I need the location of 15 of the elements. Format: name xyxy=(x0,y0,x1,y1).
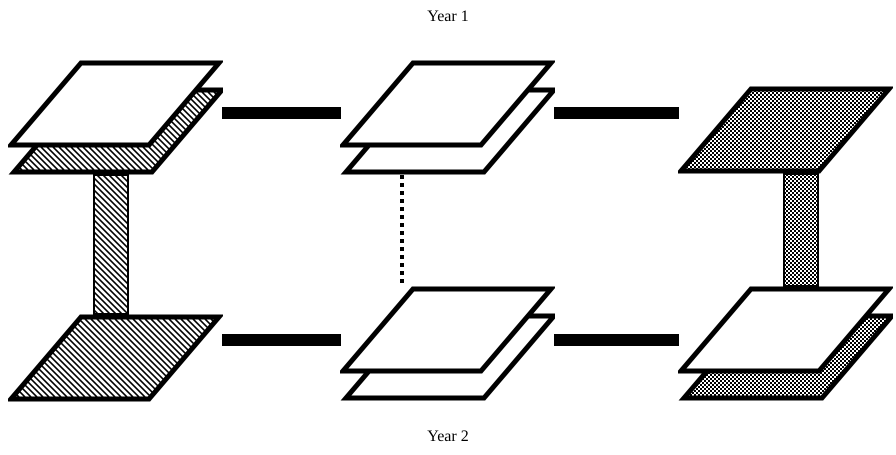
connector-bar xyxy=(222,334,341,346)
dotted-connector xyxy=(400,175,404,286)
layer-stack xyxy=(8,60,223,175)
layer-plane xyxy=(678,86,893,174)
year-label: Year 1 xyxy=(427,8,469,26)
patterned-connector-bar xyxy=(783,173,819,287)
layer-stack xyxy=(340,286,555,401)
patterned-connector-bar xyxy=(93,174,129,315)
year-label: Year 2 xyxy=(427,428,469,446)
layer-stack xyxy=(340,60,555,175)
connector-bar xyxy=(222,107,341,119)
connector-bar xyxy=(554,107,679,119)
connector-bar xyxy=(554,334,679,346)
layer-plane xyxy=(8,314,223,402)
layer-stack xyxy=(678,286,893,401)
